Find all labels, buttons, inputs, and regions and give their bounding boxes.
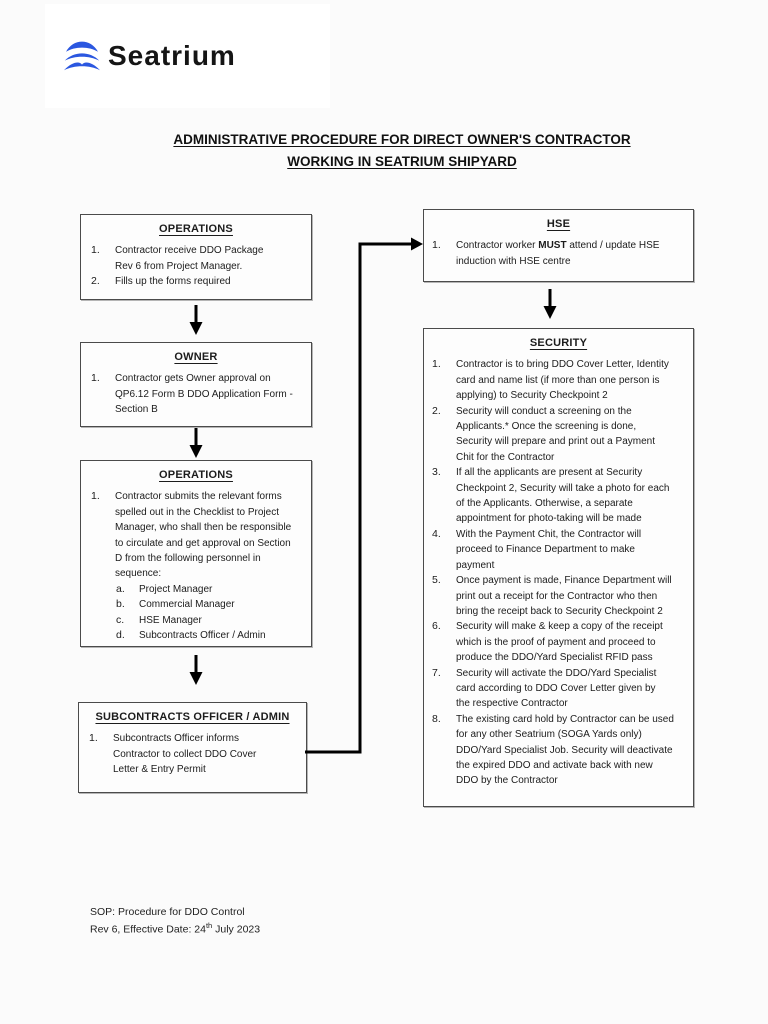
flow-box-subcontracts-officer-admin: SUBCONTRACTS OFFICER / ADMIN 1. Subcontr… xyxy=(78,702,307,793)
title-line-2: WORKING IN SEATRIUM SHIPYARD xyxy=(287,154,517,169)
box-title: OPERATIONS xyxy=(159,469,233,481)
list-item: 8. The existing card hold by Contractor … xyxy=(424,712,693,789)
item-text-post: attend / update HSE induction with HSE c… xyxy=(456,240,660,267)
doc-footer: SOP: Procedure for DDO Control Rev 6, Ef… xyxy=(90,905,260,937)
sub-list-item: d. Subcontracts Officer / Admin xyxy=(116,628,311,643)
item-number: 4. xyxy=(432,527,441,540)
arrow-down-icon xyxy=(189,655,203,685)
seatrium-wave-icon xyxy=(64,41,100,71)
item-text: Contractor worker MUST attend / update H… xyxy=(456,238,693,269)
flow-box-security: SECURITY 1. Contractor is to bring DDO C… xyxy=(423,328,694,807)
footer-date-ordinal: th xyxy=(205,921,213,930)
list-item: 3. If all the applicants are present at … xyxy=(424,465,693,527)
arrow-down-icon xyxy=(543,289,557,319)
footer-line-2: Rev 6, Effective Date: 24th July 2023 xyxy=(90,919,260,937)
flow-box-operations-1: OPERATIONS 1. Contractor receive DDO Pac… xyxy=(80,214,312,300)
item-letter: a. xyxy=(116,582,125,595)
list-item: 1. Contractor receive DDO Package Rev 6 … xyxy=(81,243,311,274)
item-number: 1. xyxy=(91,372,100,385)
page-title: ADMINISTRATIVE PROCEDURE FOR DIRECT OWNE… xyxy=(36,129,768,173)
footer-date-rest: July 2023 xyxy=(212,923,261,936)
item-text: Contractor submits the relevant forms sp… xyxy=(115,491,292,580)
box-title: SUBCONTRACTS OFFICER / ADMIN xyxy=(95,711,290,723)
sub-list-item: b. Commercial Manager xyxy=(116,597,311,612)
list-item: 1. Contractor worker MUST attend / updat… xyxy=(424,238,693,269)
item-number: 1. xyxy=(432,358,441,371)
flow-box-owner: OWNER 1. Contractor gets Owner approval … xyxy=(80,342,312,427)
item-text-bold: MUST xyxy=(538,240,567,252)
item-text: Security will activate the DDO/Yard Spec… xyxy=(456,667,657,710)
list-item: 4. With the Payment Chit, the Contractor… xyxy=(424,527,693,573)
item-text: Contractor gets Owner approval on QP6.12… xyxy=(115,373,293,416)
list-item: 1. Contractor gets Owner approval on QP6… xyxy=(81,371,311,417)
item-letter: c. xyxy=(116,613,125,626)
item-text: With the Payment Chit, the Contractor wi… xyxy=(456,528,642,571)
box-title: SECURITY xyxy=(529,337,588,349)
arrow-down-icon xyxy=(189,305,203,335)
box-title: HSE xyxy=(546,218,571,230)
item-text: If all the applicants are present at Sec… xyxy=(456,467,670,525)
list-item: 1. Contractor is to bring DDO Cover Lett… xyxy=(424,357,693,403)
item-number: 1. xyxy=(89,732,98,745)
item-text: Subcontracts Officer informs Contractor … xyxy=(113,733,257,776)
item-number: 1. xyxy=(432,239,441,252)
logo-area: Seatrium xyxy=(45,4,330,108)
item-number: 7. xyxy=(432,666,441,679)
item-text: Project Manager xyxy=(139,583,213,595)
item-text: Contractor receive DDO Package Rev 6 fro… xyxy=(115,245,264,272)
list-item: 7. Security will activate the DDO/Yard S… xyxy=(424,666,693,712)
box-title: OWNER xyxy=(174,351,218,363)
list-item: 6. Security will make & keep a copy of t… xyxy=(424,619,693,665)
item-text: HSE Manager xyxy=(139,614,202,626)
list-item: 2. Security will conduct a screening on … xyxy=(424,404,693,466)
item-text: The existing card hold by Contractor can… xyxy=(456,713,674,787)
item-text: Security will conduct a screening on the… xyxy=(456,405,655,463)
flow-box-operations-2: OPERATIONS 1. Contractor submits the rel… xyxy=(80,460,312,647)
sub-list-item: a. Project Manager xyxy=(116,582,311,597)
brand-name: Seatrium xyxy=(108,40,236,71)
item-number: 1. xyxy=(91,490,100,503)
footer-line-1: SOP: Procedure for DDO Control xyxy=(90,906,245,918)
list-item: 5. Once payment is made, Finance Departm… xyxy=(424,573,693,619)
item-text-pre: Contractor worker xyxy=(456,240,539,252)
item-text: Commercial Manager xyxy=(139,599,235,611)
item-letter: d. xyxy=(116,629,125,642)
item-number: 3. xyxy=(432,466,441,479)
arrow-down-icon xyxy=(189,428,203,458)
list-item: 1. Subcontracts Officer informs Contract… xyxy=(79,731,306,777)
list-item: 1. Contractor submits the relevant forms… xyxy=(81,489,311,581)
box-title: OPERATIONS xyxy=(159,223,233,235)
footer-rev-date: Rev 6, Effective Date: 24 xyxy=(90,923,206,936)
item-number: 1. xyxy=(91,244,100,257)
item-text: Once payment is made, Finance Department… xyxy=(456,575,672,617)
list-item: 2. Fills up the forms required xyxy=(81,274,311,289)
item-number: 5. xyxy=(432,574,441,587)
item-text: Subcontracts Officer / Admin xyxy=(139,630,266,642)
item-number: 2. xyxy=(91,275,100,288)
sub-list-item: c. HSE Manager xyxy=(116,613,311,628)
item-text: Security will make & keep a copy of the … xyxy=(456,621,663,664)
flow-box-hse: HSE 1. Contractor worker MUST attend / u… xyxy=(423,209,694,282)
item-letter: b. xyxy=(116,598,125,611)
item-text: Contractor is to bring DDO Cover Letter,… xyxy=(456,359,669,402)
item-text: Fills up the forms required xyxy=(115,276,231,288)
item-number: 2. xyxy=(432,404,441,417)
item-number: 6. xyxy=(432,620,441,633)
title-line-1: ADMINISTRATIVE PROCEDURE FOR DIRECT OWNE… xyxy=(173,132,631,147)
item-number: 8. xyxy=(432,712,441,725)
